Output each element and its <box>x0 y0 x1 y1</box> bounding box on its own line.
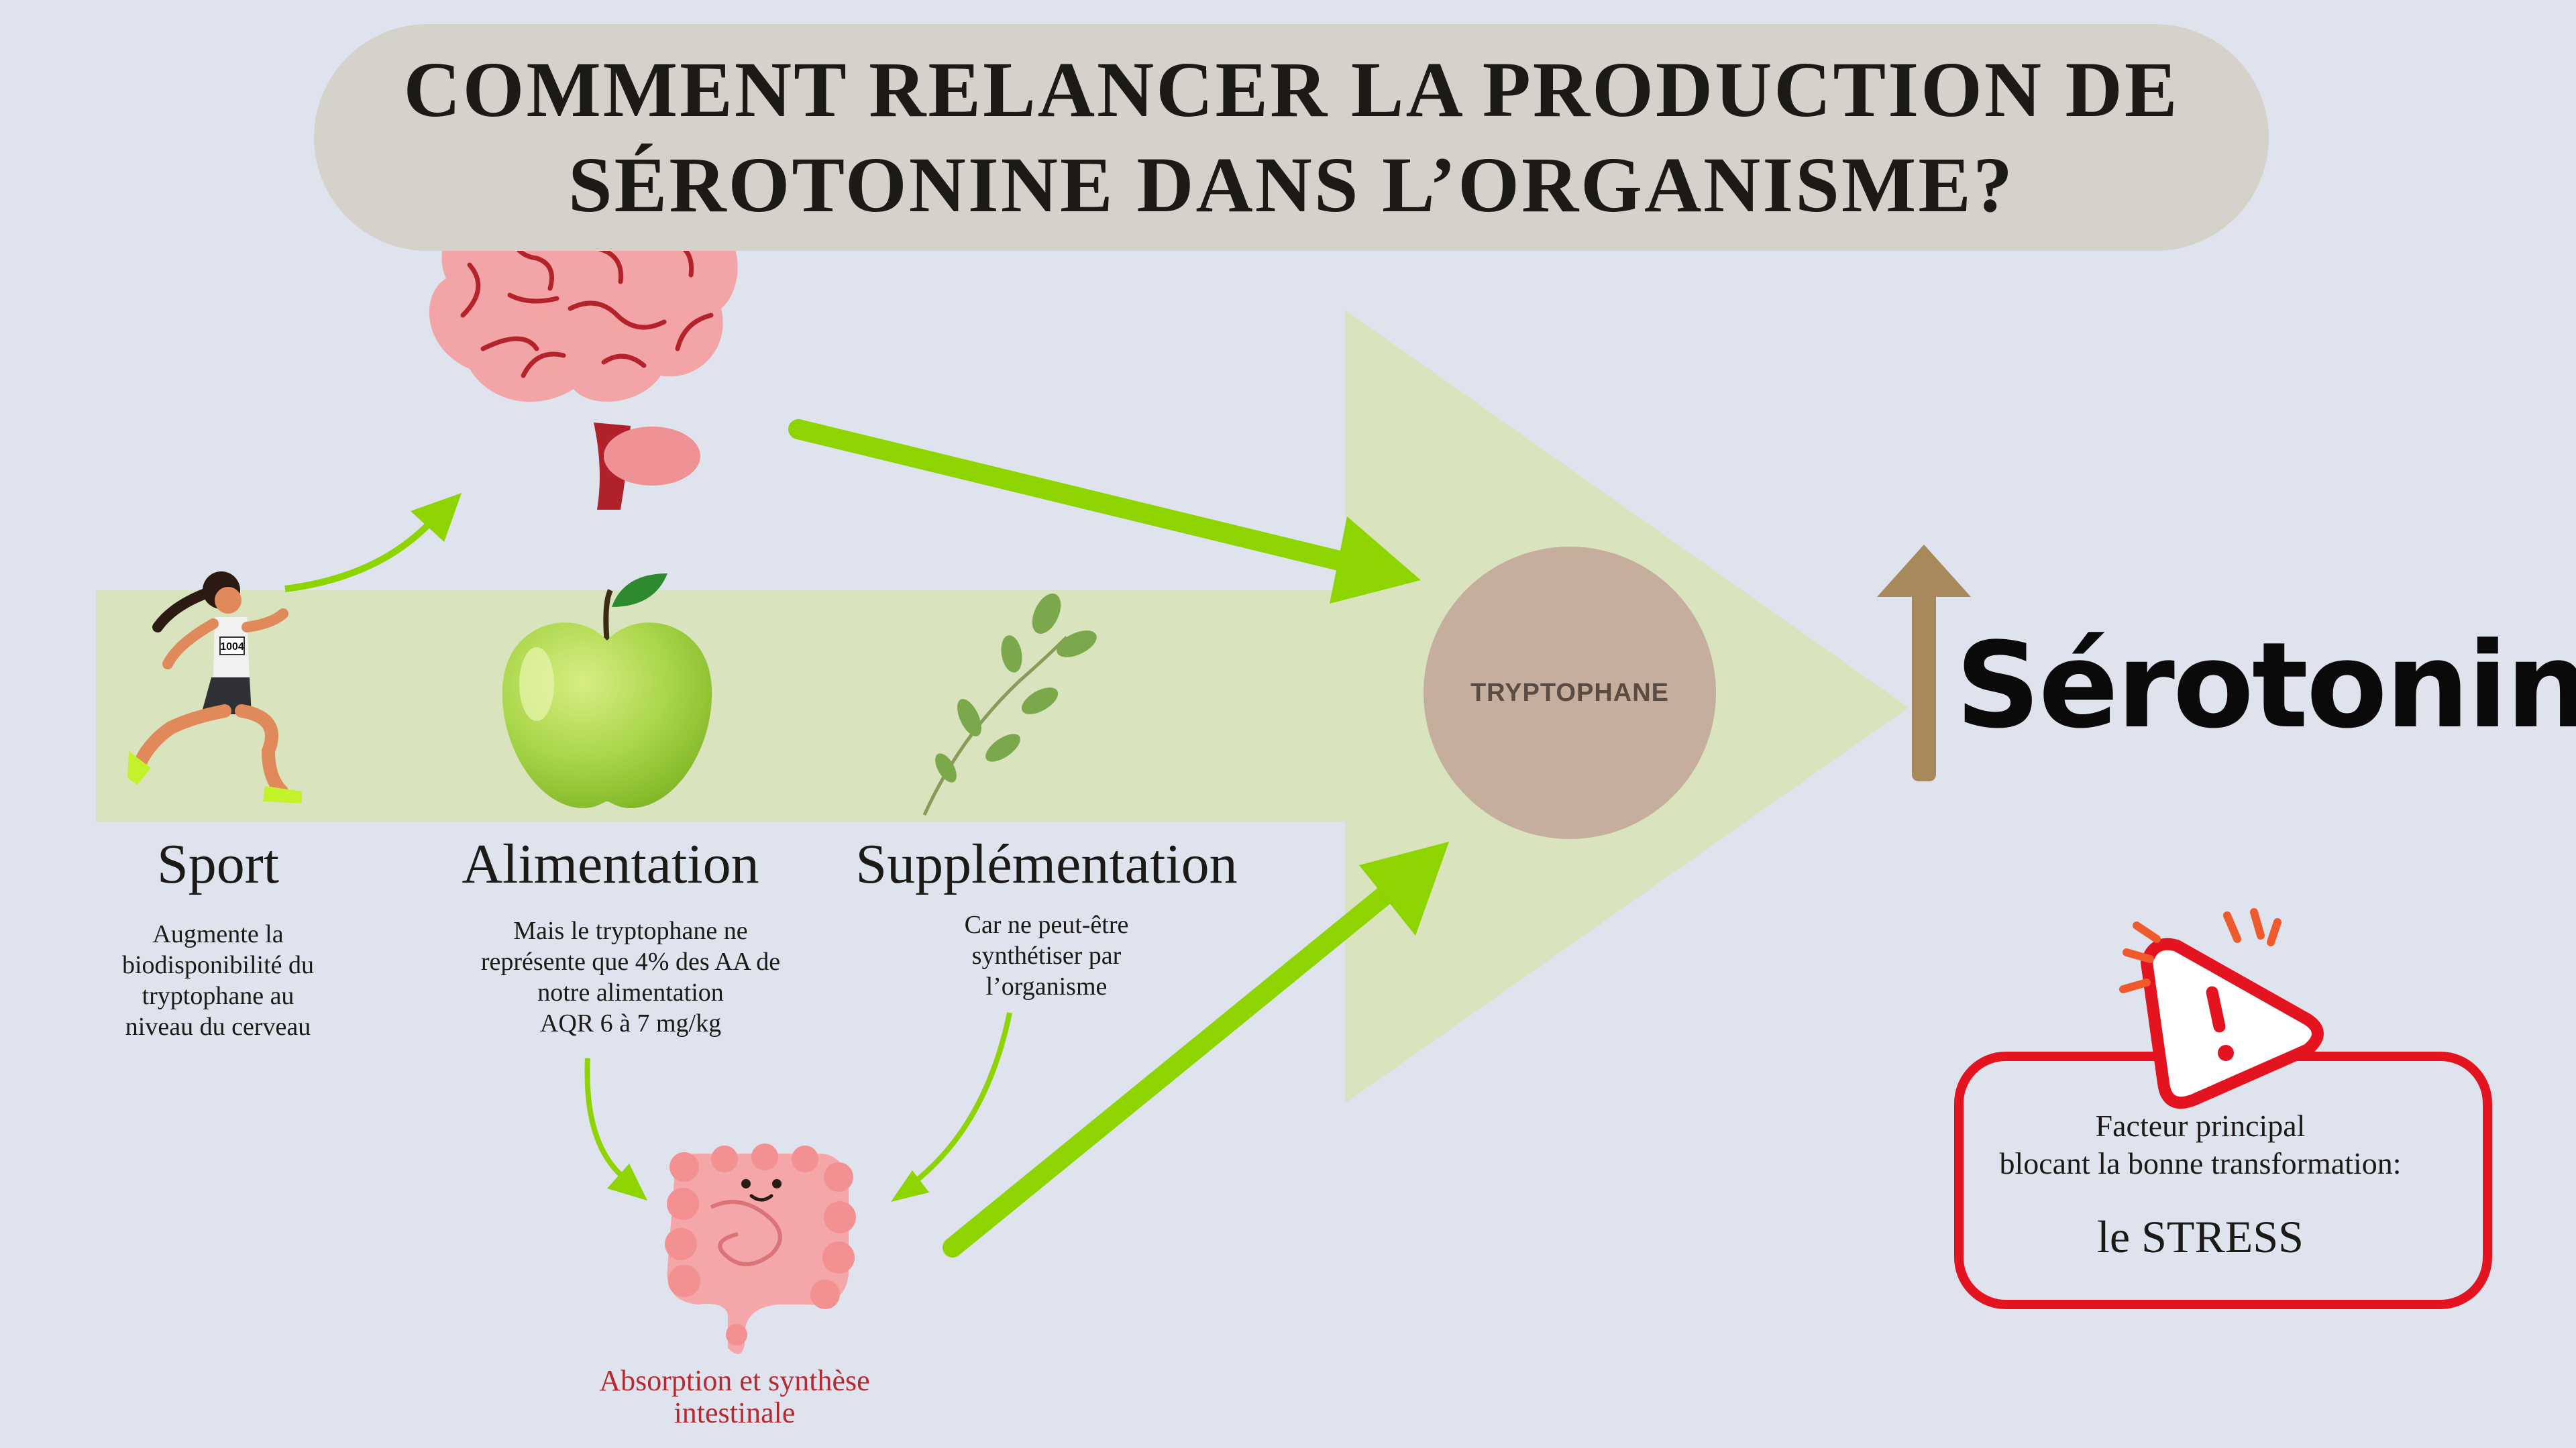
arrow-runner-to-brain <box>284 493 462 592</box>
category-title-alimentation: Alimentation <box>462 833 759 895</box>
category-title-supplementation: Supplémentation <box>855 833 1238 895</box>
sport-description: Augmente la biodisponibilité du tryptoph… <box>121 920 315 1041</box>
arrow-gut-to-tryptophane <box>943 842 1449 1258</box>
arrow-supplementation-to-gut <box>891 1012 1012 1202</box>
gut-caption: Absorption et synthèse intestinale <box>599 1364 870 1429</box>
warning-line-1: Facteur principal <box>2095 1109 2306 1143</box>
serotonine-label: Sérotonine <box>1955 617 2576 755</box>
category-title-sport: Sport <box>156 833 280 895</box>
runner-bib-number: 1004 <box>220 641 244 653</box>
title-banner: COMMENT RELANCER LA PRODUCTION DE SÉROTO… <box>314 24 2269 251</box>
title-line-1: COMMENT RELANCER LA PRODUCTION DE <box>403 46 2180 133</box>
warning-stress-label: le STRESS <box>2097 1211 2304 1262</box>
warning-triangle-icon <box>2119 908 2324 1109</box>
runner-icon: 1004 <box>127 571 302 803</box>
supplementation-description: Car ne peut-être synthétiser par l’organ… <box>964 911 1129 1001</box>
tryptophane-label: TRYPTOPHANE <box>1470 678 1670 707</box>
title-line-2: SÉROTONINE DANS L’ORGANISME? <box>568 141 2015 229</box>
tryptophane-circle <box>1424 547 1716 839</box>
alimentation-description: Mais le tryptophane ne représente que 4%… <box>480 917 781 1038</box>
warning-line-2: blocant la bonne transformation: <box>1999 1146 2402 1180</box>
apple-icon <box>502 573 712 808</box>
arrow-alimentation-to-gut <box>584 1058 647 1201</box>
increase-arrow-icon <box>1877 545 1971 781</box>
arrow-brain-to-tryptophane <box>788 419 1421 604</box>
plant-sprig-icon <box>922 594 1097 816</box>
intestine-icon <box>665 1144 856 1354</box>
